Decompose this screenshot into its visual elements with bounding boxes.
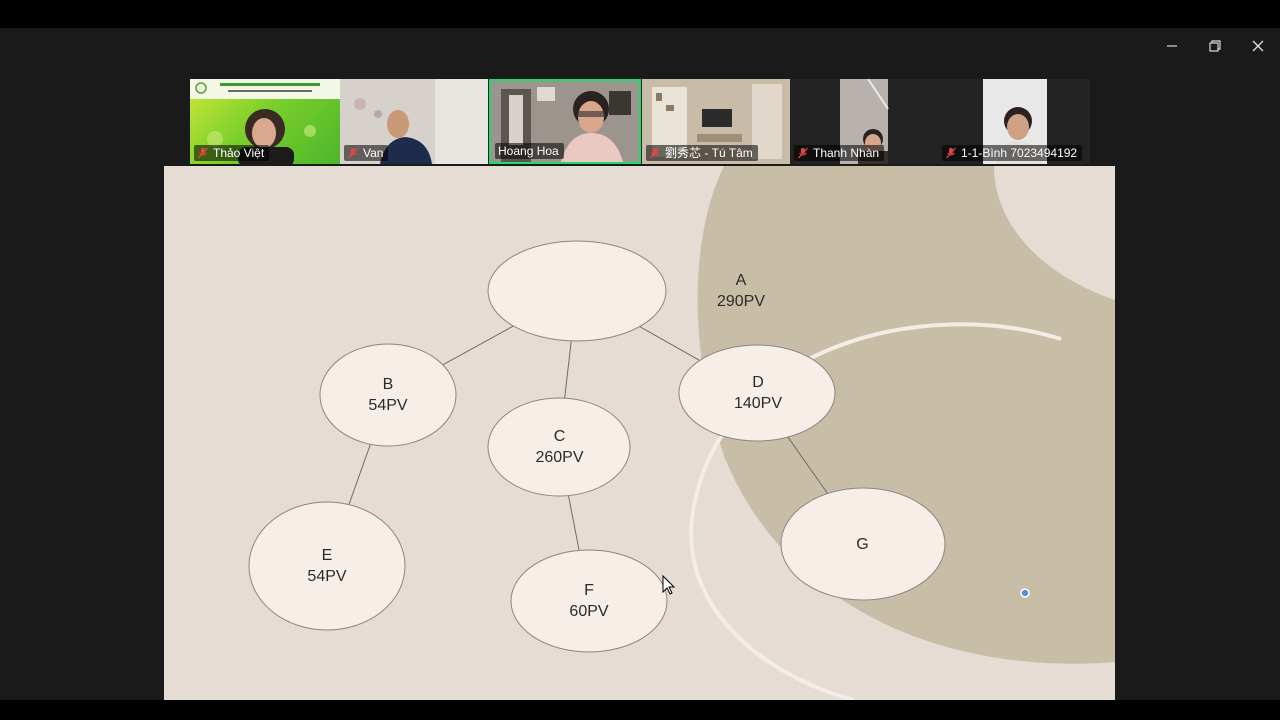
node-f (510, 549, 668, 653)
edge-a-c (564, 340, 572, 399)
edge-a-d (639, 326, 700, 361)
node-label-f: F 60PV (511, 580, 667, 622)
node-value: 260PV (535, 449, 584, 466)
node-label-a: A 290PV (652, 270, 830, 312)
participant-label: 劉秀芯 - Tú Tâm (646, 145, 758, 161)
diagram-edges (348, 325, 828, 551)
minimize-button[interactable] (1160, 34, 1184, 58)
participant-tile[interactable]: 1-1-Bình 7023494192 (938, 79, 1090, 164)
restore-icon (1209, 40, 1221, 52)
close-button[interactable] (1246, 34, 1270, 58)
participant-name: 1-1-Bình 7023494192 (961, 146, 1078, 160)
node-d (678, 344, 836, 442)
node-label-g: G (780, 534, 945, 555)
node-label-b: B 54PV (320, 374, 456, 416)
bottom-bar (0, 700, 1280, 720)
node-value: 60PV (569, 603, 609, 620)
participant-tile[interactable]: 劉秀芯 - Tú Tâm (642, 79, 790, 164)
participant-name: Thảo Việt (213, 146, 265, 160)
participant-label: Hoang Hoa (495, 143, 564, 159)
tree-diagram (248, 166, 1115, 700)
participant-name: Hoang Hoa (498, 144, 559, 158)
close-icon (1252, 40, 1264, 52)
node-label-e: E 54PV (249, 545, 405, 587)
node-id: C (553, 428, 566, 445)
participant-label: Thảo Việt (194, 145, 270, 161)
node-g (780, 487, 946, 601)
mic-muted-icon (650, 147, 660, 159)
mic-muted-icon (946, 147, 956, 159)
mouse-cursor-icon (662, 574, 676, 595)
participant-video (340, 79, 488, 164)
node-label-d: D 140PV (680, 372, 836, 414)
participant-label: 1-1-Bình 7023494192 (942, 145, 1083, 161)
node-id: E (321, 547, 333, 564)
edge-c-f (567, 495, 580, 551)
edge-a-b (442, 325, 514, 366)
mic-muted-icon (198, 147, 208, 159)
minimize-icon (1167, 45, 1177, 47)
shared-screen-slide: A 290PV B 54PV C 260PV D 140PV E 54PV F … (164, 166, 1115, 700)
participant-name: Thanh Nhàn (813, 146, 880, 160)
node-id: A (735, 272, 747, 289)
participant-label: Thanh Nhàn (794, 145, 885, 161)
participant-gallery: Thảo Việt Van (190, 79, 1090, 164)
node-id: B (382, 376, 394, 393)
node-value: 54PV (307, 568, 347, 585)
node-c (487, 397, 631, 497)
node-b (319, 343, 457, 447)
mic-muted-icon (798, 147, 808, 159)
participant-tile[interactable]: Thảo Việt (190, 79, 340, 164)
node-id: D (752, 374, 764, 391)
node-id: G (856, 536, 869, 553)
edge-b-e (348, 444, 371, 505)
pointer-indicator-icon (1020, 588, 1030, 598)
node-value: 290PV (716, 293, 766, 310)
node-e (248, 501, 406, 631)
node-label-c: C 260PV (488, 426, 631, 468)
node-value: 140PV (733, 395, 783, 412)
edge-d-g (787, 436, 828, 494)
participant-tile[interactable]: Van (340, 79, 488, 164)
diagram-nodes (248, 240, 946, 653)
participant-tile-active-speaker[interactable]: Hoang Hoa (489, 79, 641, 164)
participant-name: Van (363, 146, 384, 160)
participant-name: 劉秀芯 - Tú Tâm (665, 146, 753, 160)
participant-label: Van (344, 145, 389, 161)
node-value: 54PV (368, 397, 408, 414)
restore-button[interactable] (1203, 34, 1227, 58)
node-id: F (584, 582, 594, 599)
mic-muted-icon (348, 147, 358, 159)
top-bar (0, 0, 1280, 28)
participant-tile[interactable]: Thanh Nhàn (790, 79, 938, 164)
node-a (487, 240, 667, 342)
